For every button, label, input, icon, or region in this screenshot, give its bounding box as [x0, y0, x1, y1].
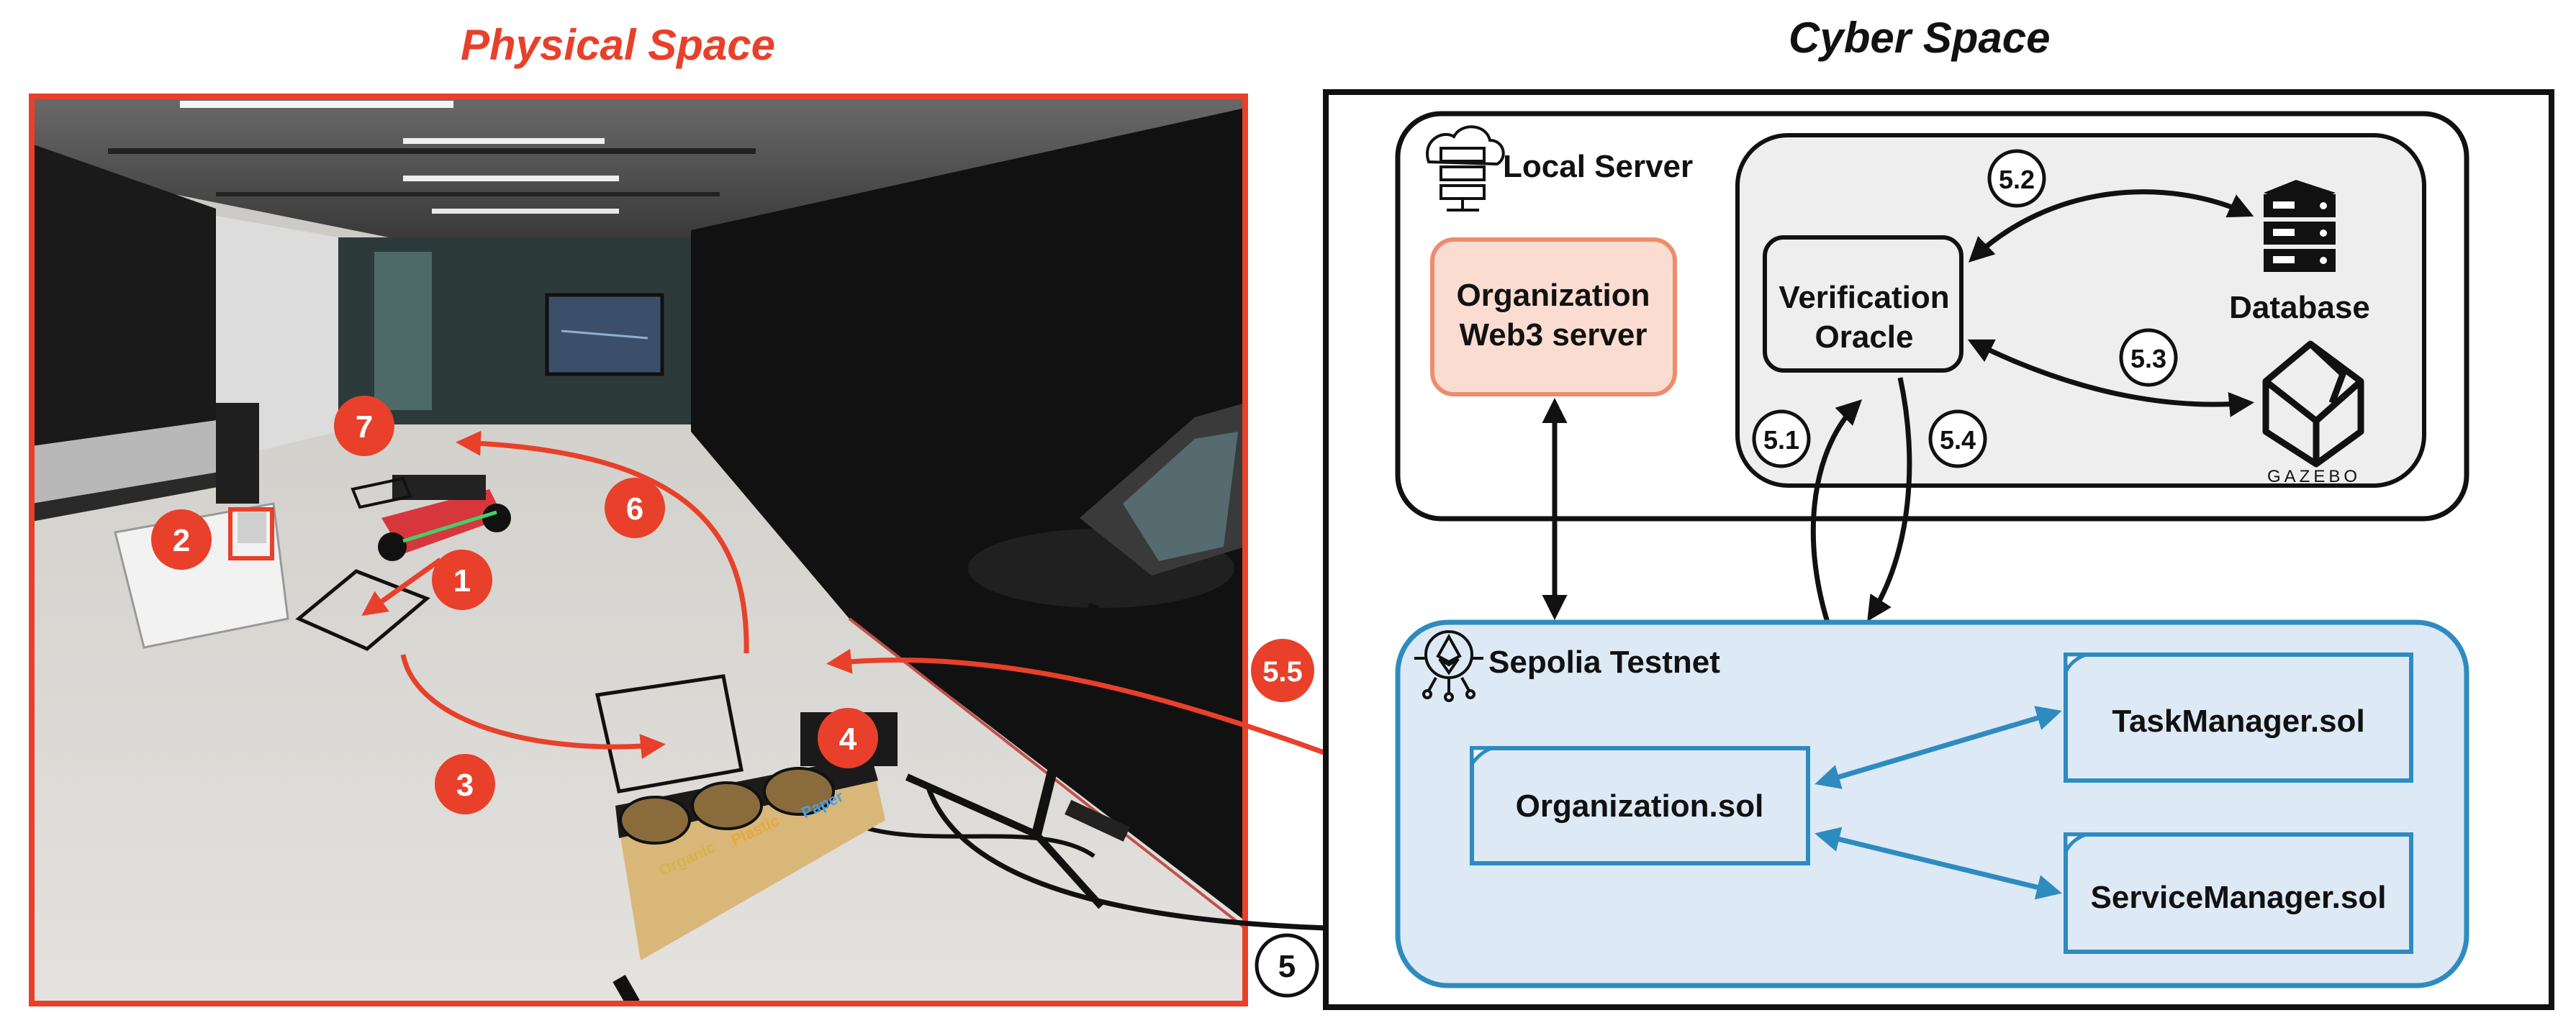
arrow-testnet-to-oracle	[1810, 399, 1863, 626]
svg-text:5.5: 5.5	[1262, 656, 1303, 688]
physical-space-frame	[29, 94, 1248, 1006]
step-badge-4: 4	[818, 708, 878, 768]
arrow-step-6	[456, 430, 749, 654]
gazebo-label: GAZEBO	[2267, 467, 2361, 486]
web3-server-line-2: Web3 server	[1460, 317, 1648, 353]
server-cloud-icon	[1426, 125, 1505, 212]
step-badge-5: 5	[1255, 933, 1319, 998]
step-badge-5-5: 5.5	[1251, 639, 1314, 702]
svg-text:5.4: 5.4	[1940, 425, 1976, 455]
arrow-oracle-gazebo	[1967, 339, 2254, 417]
step-badge-5-2: 5.2	[1987, 149, 2046, 208]
physical-space-title: Physical Space	[461, 21, 775, 69]
arrow-oracle-to-testnet	[1867, 377, 1912, 622]
oracle-line-1: Verification	[1779, 280, 1949, 315]
web3-server-line-1: Organization	[1457, 278, 1650, 313]
arrow-organization-taskmanager	[1815, 706, 2062, 789]
svg-text:4: 4	[839, 722, 857, 757]
arrow-step-1	[361, 558, 443, 617]
sepolia-testnet-label: Sepolia Testnet	[1488, 645, 1720, 680]
step-badge-7: 7	[334, 396, 394, 456]
contract-task-manager: TaskManager.sol	[2064, 653, 2413, 783]
device-highlight	[228, 507, 274, 560]
lab-photo: Organic Plastic Paper	[32, 96, 1245, 1004]
local-server-label: Local Server	[1503, 149, 1693, 184]
gazebo-icon	[2262, 340, 2364, 468]
arrow-step-3	[400, 654, 666, 760]
svg-text:5: 5	[1278, 949, 1296, 984]
step-badge-1: 1	[432, 550, 492, 610]
svg-text:ServiceManager.sol: ServiceManager.sol	[2091, 880, 2387, 915]
oracle-line-2: Oracle	[1815, 319, 1914, 355]
svg-text:5.3: 5.3	[2130, 344, 2166, 373]
verification-oracle-box	[1763, 235, 1963, 373]
step-badge-2: 2	[151, 509, 212, 570]
step-badge-3: 3	[435, 754, 495, 814]
contract-service-manager: ServiceManager.sol	[2064, 832, 2413, 954]
cyber-space-title: Cyber Space	[1789, 14, 2051, 62]
arrow-step-5-5	[826, 648, 1396, 782]
floor-square-drop	[595, 674, 744, 794]
step-badge-6: 6	[605, 478, 665, 538]
step-badge-5-3: 5.3	[2119, 328, 2178, 387]
svg-text:7: 7	[356, 409, 373, 445]
arrow-oracle-database	[1968, 189, 2254, 263]
ethereum-network-icon	[1414, 630, 1483, 702]
step-badge-5-1: 5.1	[1752, 409, 1811, 468]
web3-server-box	[1430, 237, 1677, 396]
step-badge-5-4: 5.4	[1928, 409, 1987, 468]
floor-square-pickup	[295, 569, 430, 651]
svg-text:2: 2	[173, 523, 190, 558]
arrow-step-5	[926, 786, 1401, 942]
svg-text:TaskManager.sol: TaskManager.sol	[2112, 704, 2364, 739]
database-icon	[2264, 180, 2336, 272]
contract-organization: Organization.sol	[1470, 746, 1810, 865]
svg-text:3: 3	[456, 768, 474, 803]
robot	[378, 475, 511, 561]
database-label: Database	[2229, 290, 2370, 325]
svg-text:1: 1	[453, 563, 471, 599]
svg-text:6: 6	[626, 491, 643, 527]
arrow-organization-servicemanager	[1815, 827, 2062, 900]
svg-text:Organization.sol: Organization.sol	[1516, 788, 1764, 824]
svg-text:5.1: 5.1	[1763, 425, 1799, 455]
svg-text:5.2: 5.2	[1999, 165, 2035, 194]
